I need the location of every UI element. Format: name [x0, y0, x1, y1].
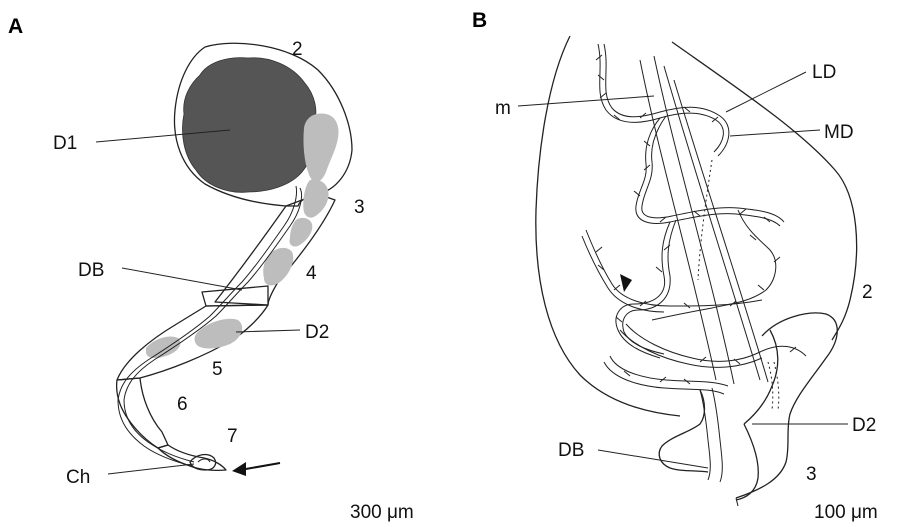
duct-twig — [598, 75, 604, 80]
claw-inner — [198, 459, 210, 462]
gland-grey-2 — [303, 179, 328, 217]
label-segment-2-a: 2 — [292, 39, 303, 60]
duct-network — [582, 44, 806, 482]
arrow-icon — [232, 462, 280, 476]
duct-twig — [740, 209, 746, 214]
dotted-duct-3 — [774, 362, 779, 410]
label-segment-2-b: 2 — [862, 282, 873, 303]
gland-grey-6 — [146, 336, 180, 358]
label-md: MD — [824, 122, 854, 143]
label-db-b: DB — [558, 440, 584, 461]
label-segment-3-a: 3 — [354, 197, 365, 218]
duct-twig — [664, 245, 670, 250]
gland-grey-4 — [263, 248, 293, 286]
label-segment-7-a: 7 — [227, 426, 238, 447]
lobe-d2-b — [736, 313, 837, 498]
label-db-a: DB — [78, 260, 104, 281]
arrowhead-icon — [620, 274, 632, 292]
muscle-m-2 — [654, 56, 734, 384]
duct-twig — [694, 211, 700, 216]
leader-m — [518, 96, 654, 106]
segment-5-outline — [117, 305, 268, 380]
label-ch: Ch — [66, 467, 90, 488]
duct-twig — [596, 55, 602, 60]
leader-ld — [726, 72, 806, 112]
label-segment-3-b: 3 — [806, 464, 817, 485]
panel-a-letter: A — [8, 15, 23, 38]
label-d1: D1 — [53, 133, 77, 154]
segment-2-right-outline-b — [672, 42, 857, 340]
duct-twig — [616, 317, 622, 322]
panel-a: A — [8, 15, 414, 523]
label-segment-4-a: 4 — [306, 263, 317, 284]
duct-twig — [758, 285, 764, 290]
label-segment-5-a: 5 — [212, 359, 223, 380]
label-segment-6-a: 6 — [177, 394, 188, 415]
duct-twig — [644, 165, 650, 170]
gland-grey-1 — [303, 114, 338, 182]
leader-db-b — [598, 450, 708, 468]
scale-b: 100 μm — [814, 502, 878, 523]
panel-b: B — [472, 9, 878, 523]
segment-2-outline-b — [536, 36, 680, 416]
segment-3-shaft-b — [736, 424, 758, 500]
scale-a: 300 μm — [350, 502, 414, 523]
lobe-left-b — [659, 390, 708, 472]
label-ld: LD — [812, 62, 836, 83]
leader-md — [730, 130, 820, 136]
label-d2-a: D2 — [305, 322, 329, 343]
label-m: m — [495, 98, 511, 119]
duct-twig — [656, 267, 662, 272]
leader-db-a — [122, 268, 242, 290]
duct-twig — [596, 247, 602, 252]
label-d2-b: D2 — [852, 415, 876, 436]
d1-gland — [183, 58, 316, 193]
panel-b-letter: B — [472, 9, 487, 32]
leader-ch — [108, 464, 194, 474]
